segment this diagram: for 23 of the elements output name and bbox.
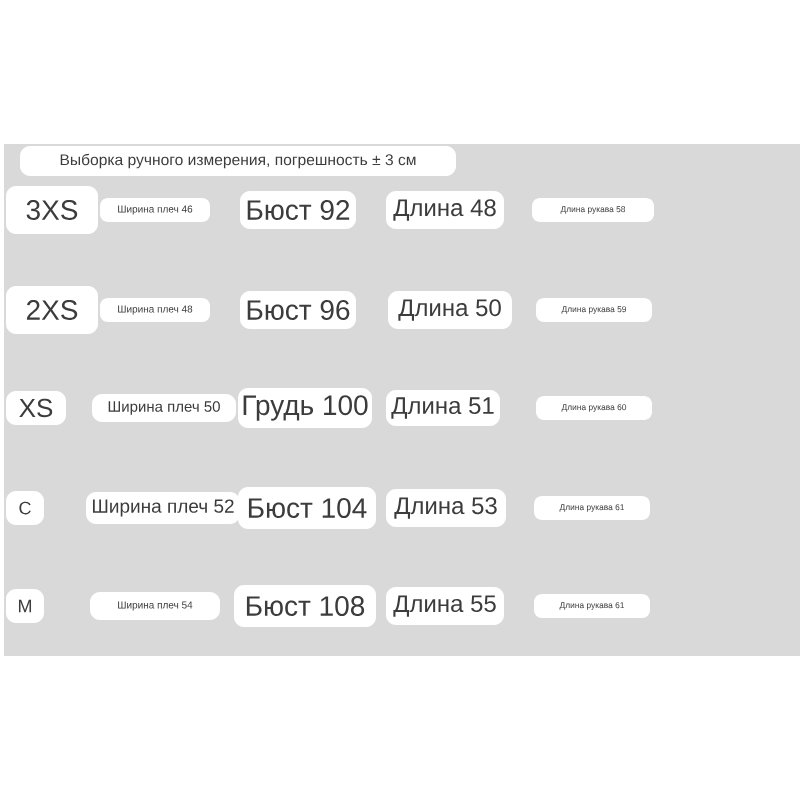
measurement-pill: Длина 55: [386, 587, 504, 625]
measurement-pill: Длина 51: [386, 390, 500, 426]
node-label: 3XS: [26, 200, 78, 220]
node-label: Бюст 104: [248, 498, 367, 518]
measurement-pill: Длина 53: [386, 489, 506, 527]
measurement-pill: Грудь 100: [238, 388, 372, 428]
node-label: C: [19, 501, 31, 515]
size-label-box: 2XS: [6, 286, 98, 334]
measurement-pill: Бюст 92: [240, 191, 356, 229]
measurement-pill: Длина 48: [386, 191, 504, 229]
size-label-box: 3XS: [6, 186, 98, 234]
size-label-box: XS: [6, 391, 66, 425]
node-label: 2XS: [26, 300, 78, 320]
size-label-box: C: [6, 491, 44, 525]
size-label-box: M: [6, 589, 44, 623]
measurement-pill: Бюст 104: [238, 487, 376, 529]
measurement-pill: Бюст 96: [240, 291, 356, 329]
measurement-pill: Длина 50: [388, 291, 512, 329]
node-label: M: [18, 599, 32, 613]
node-label: Ширина плеч 52: [92, 499, 234, 517]
measurement-pill: Ширина плеч 52: [86, 492, 240, 524]
node-label: XS: [19, 398, 53, 418]
measurement-pill: Бюст 108: [234, 585, 376, 627]
